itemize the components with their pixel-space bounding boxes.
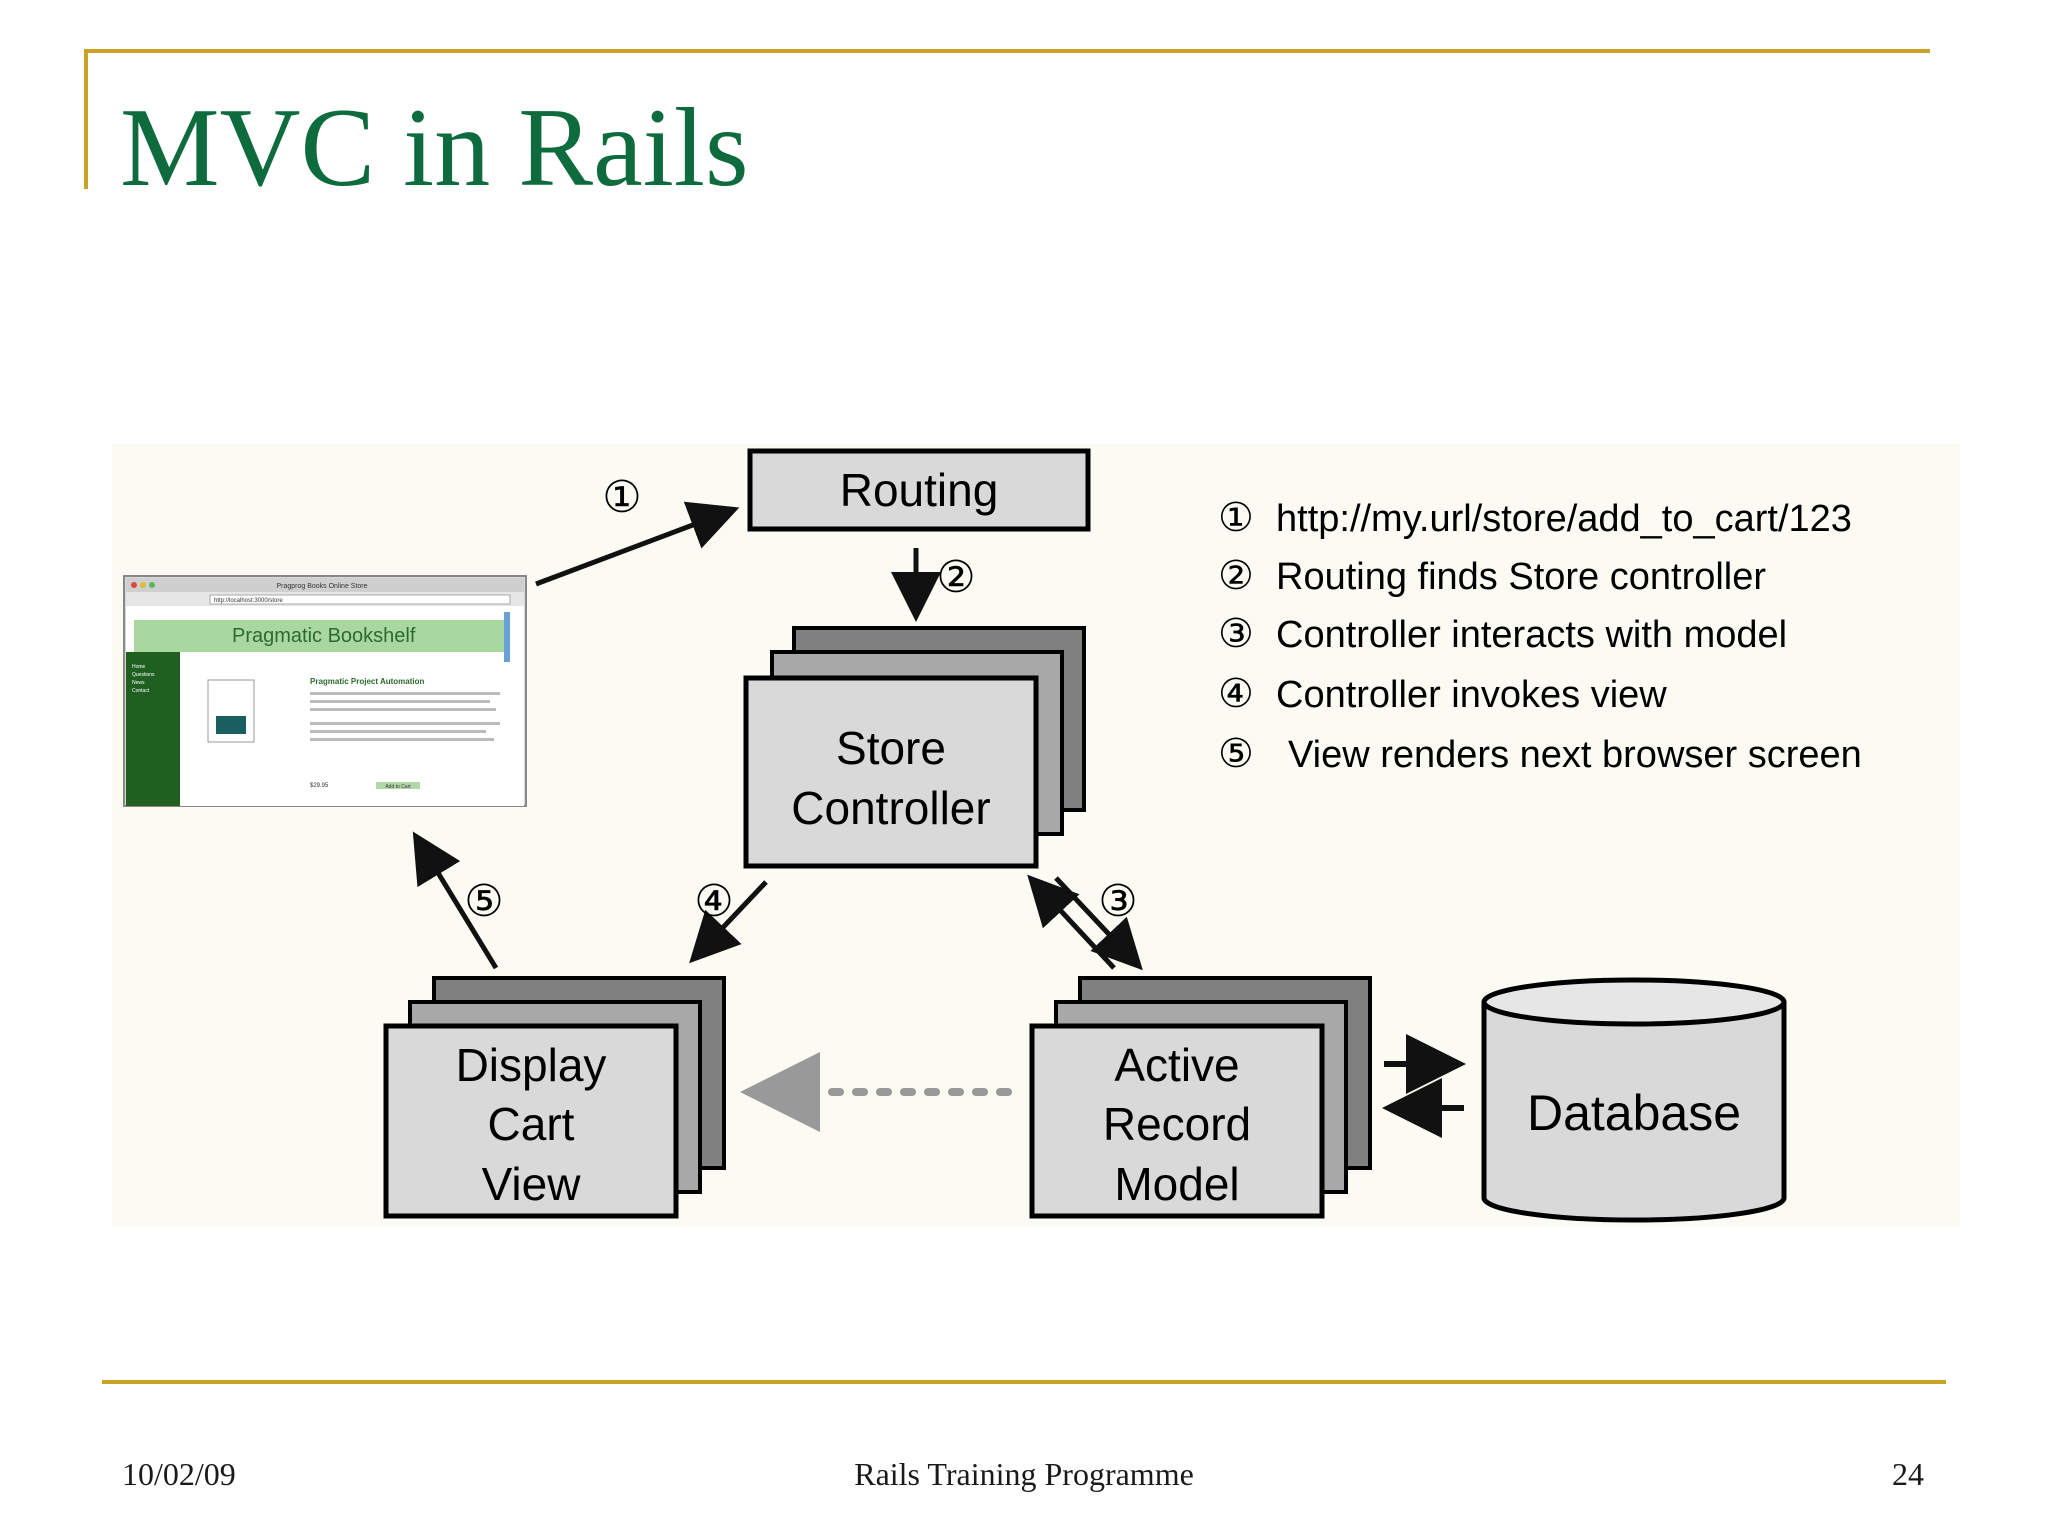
display-cart-view-box: Display Cart View: [383, 976, 726, 1219]
legend-text-2: Routing finds Store controller: [1276, 556, 1766, 598]
database-label: Database: [1527, 1085, 1741, 1141]
routing-box: Routing: [747, 448, 1091, 532]
arrow-step-3-to-controller: [1027, 874, 1116, 970]
page-number: 24: [1892, 1456, 1924, 1492]
legend-text-3: Controller interacts with model: [1276, 614, 1787, 656]
step-marker-3: ③: [1098, 877, 1137, 926]
legend-marker-2: ②: [1218, 554, 1254, 598]
browser-sidebar-link: News: [132, 680, 145, 686]
top-rule: [84, 49, 1930, 53]
browser-window-title: Pragprog Books Online Store: [276, 583, 367, 590]
browser-price: $29.95: [310, 783, 329, 789]
legend-marker-4: ④: [1218, 672, 1254, 716]
active-record-model-label-line1: Active: [1114, 1039, 1239, 1091]
browser-sidebar-link: Contact: [132, 688, 150, 694]
legend-marker-3: ③: [1218, 612, 1254, 656]
arrow-step-5: [412, 831, 499, 970]
browser-banner: Pragmatic Bookshelf: [232, 625, 416, 647]
browser-book-title: Pragmatic Project Automation: [310, 677, 425, 686]
database-cylinder: Database: [1481, 977, 1787, 1223]
legend-marker-1: ①: [1218, 496, 1254, 540]
routing-label: Routing: [840, 464, 999, 516]
browser-sidebar-link: Questions: [132, 672, 155, 678]
step-marker-2: ②: [936, 553, 975, 602]
store-controller-box: Store Controller: [743, 626, 1086, 869]
display-cart-view-label-line1: Display: [456, 1039, 607, 1091]
arrow-step-4: [689, 880, 768, 964]
arrow-step-1: [535, 501, 740, 587]
display-cart-view-label-line3: View: [482, 1158, 582, 1210]
active-record-model-label-line2: Record: [1103, 1098, 1251, 1150]
footer-title: Rails Training Programme: [854, 1456, 1194, 1492]
left-rule: [84, 49, 88, 189]
display-cart-view-label-line2: Cart: [488, 1098, 575, 1150]
step-marker-4: ④: [694, 877, 733, 926]
legend-text-1: http://my.url/store/add_to_cart/123: [1276, 498, 1852, 540]
step-marker-5: ⑤: [464, 877, 503, 926]
browser-screenshot: Pragprog Books Online Store http://local…: [123, 575, 527, 807]
step-marker-1: ①: [602, 473, 641, 522]
legend-text-4: Controller invokes view: [1276, 674, 1667, 716]
legend-text-5: View renders next browser screen: [1288, 734, 1862, 776]
browser-url: http://localhost:3000/store: [214, 598, 283, 604]
browser-sidebar-link: Home: [132, 664, 146, 670]
bottom-rule: [102, 1380, 1946, 1384]
legend: ① http://my.url/store/add_to_cart/123 ② …: [1218, 496, 1862, 776]
active-record-model-box: Active Record Model: [1029, 976, 1372, 1219]
store-controller-label-line2: Controller: [791, 782, 990, 834]
active-record-model-label-line3: Model: [1114, 1158, 1239, 1210]
mvc-diagram: Pragprog Books Online Store http://local…: [112, 444, 1960, 1226]
legend-marker-5: ⑤: [1218, 732, 1254, 776]
footer-date: 10/02/09: [122, 1456, 236, 1492]
store-controller-label-line1: Store: [836, 722, 946, 774]
browser-add-button: Add to Cart: [385, 784, 411, 790]
slide-title: MVC in Rails: [120, 86, 749, 210]
